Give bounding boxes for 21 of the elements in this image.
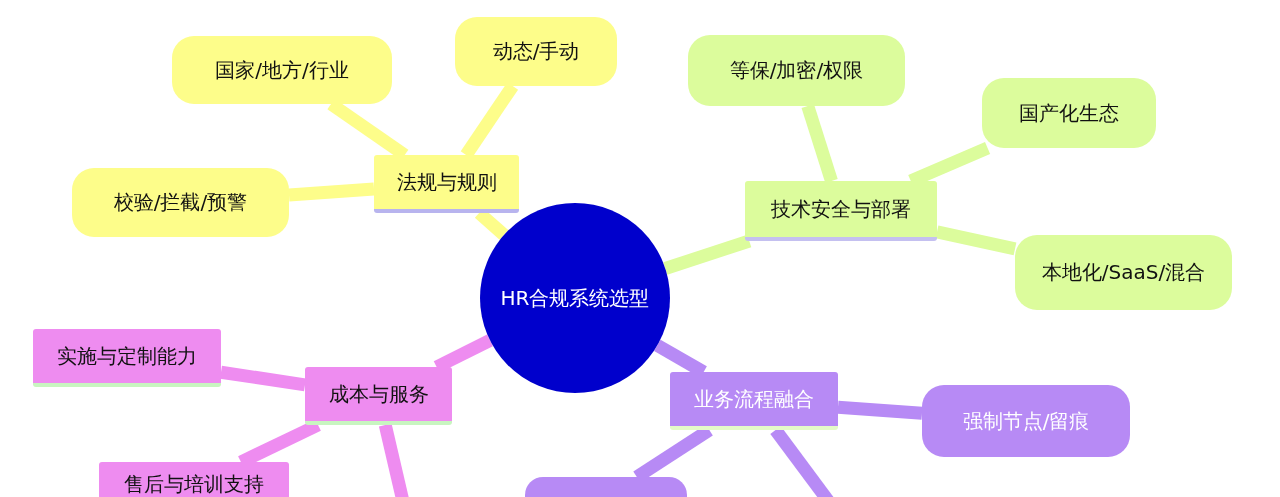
connector-line — [801, 104, 838, 183]
topic-bubble: 本地化/SaaS/混合 — [1015, 235, 1232, 310]
topic-bubble: 动态/手动 — [455, 17, 617, 86]
branch-box: 成本与服务 — [305, 367, 452, 425]
connector-line — [378, 423, 412, 497]
topic-bubble: 校验/拦截/预警 — [72, 168, 289, 237]
connector-line — [935, 225, 1017, 256]
branch-box: 法规与规则 — [374, 155, 519, 213]
topic-box: 售后与培训支持 — [99, 462, 289, 497]
connector-line — [663, 234, 752, 275]
connector-line — [220, 365, 306, 392]
connector-line — [288, 182, 375, 202]
topic-bubble: 等保/加密/权限 — [688, 35, 905, 106]
branch-box: 业务流程融合 — [670, 372, 838, 430]
branch-box: 技术安全与部署 — [745, 181, 937, 241]
topic-bubble: 国家/地方/行业 — [172, 36, 392, 104]
central-circle: HR合规系统选型 — [480, 203, 670, 393]
topic-bubble: 强制节点/留痕 — [922, 385, 1130, 457]
connector-line — [837, 400, 923, 420]
topic-box: 实施与定制能力 — [33, 329, 221, 387]
topic-bubble: 国产化生态 — [982, 78, 1156, 148]
